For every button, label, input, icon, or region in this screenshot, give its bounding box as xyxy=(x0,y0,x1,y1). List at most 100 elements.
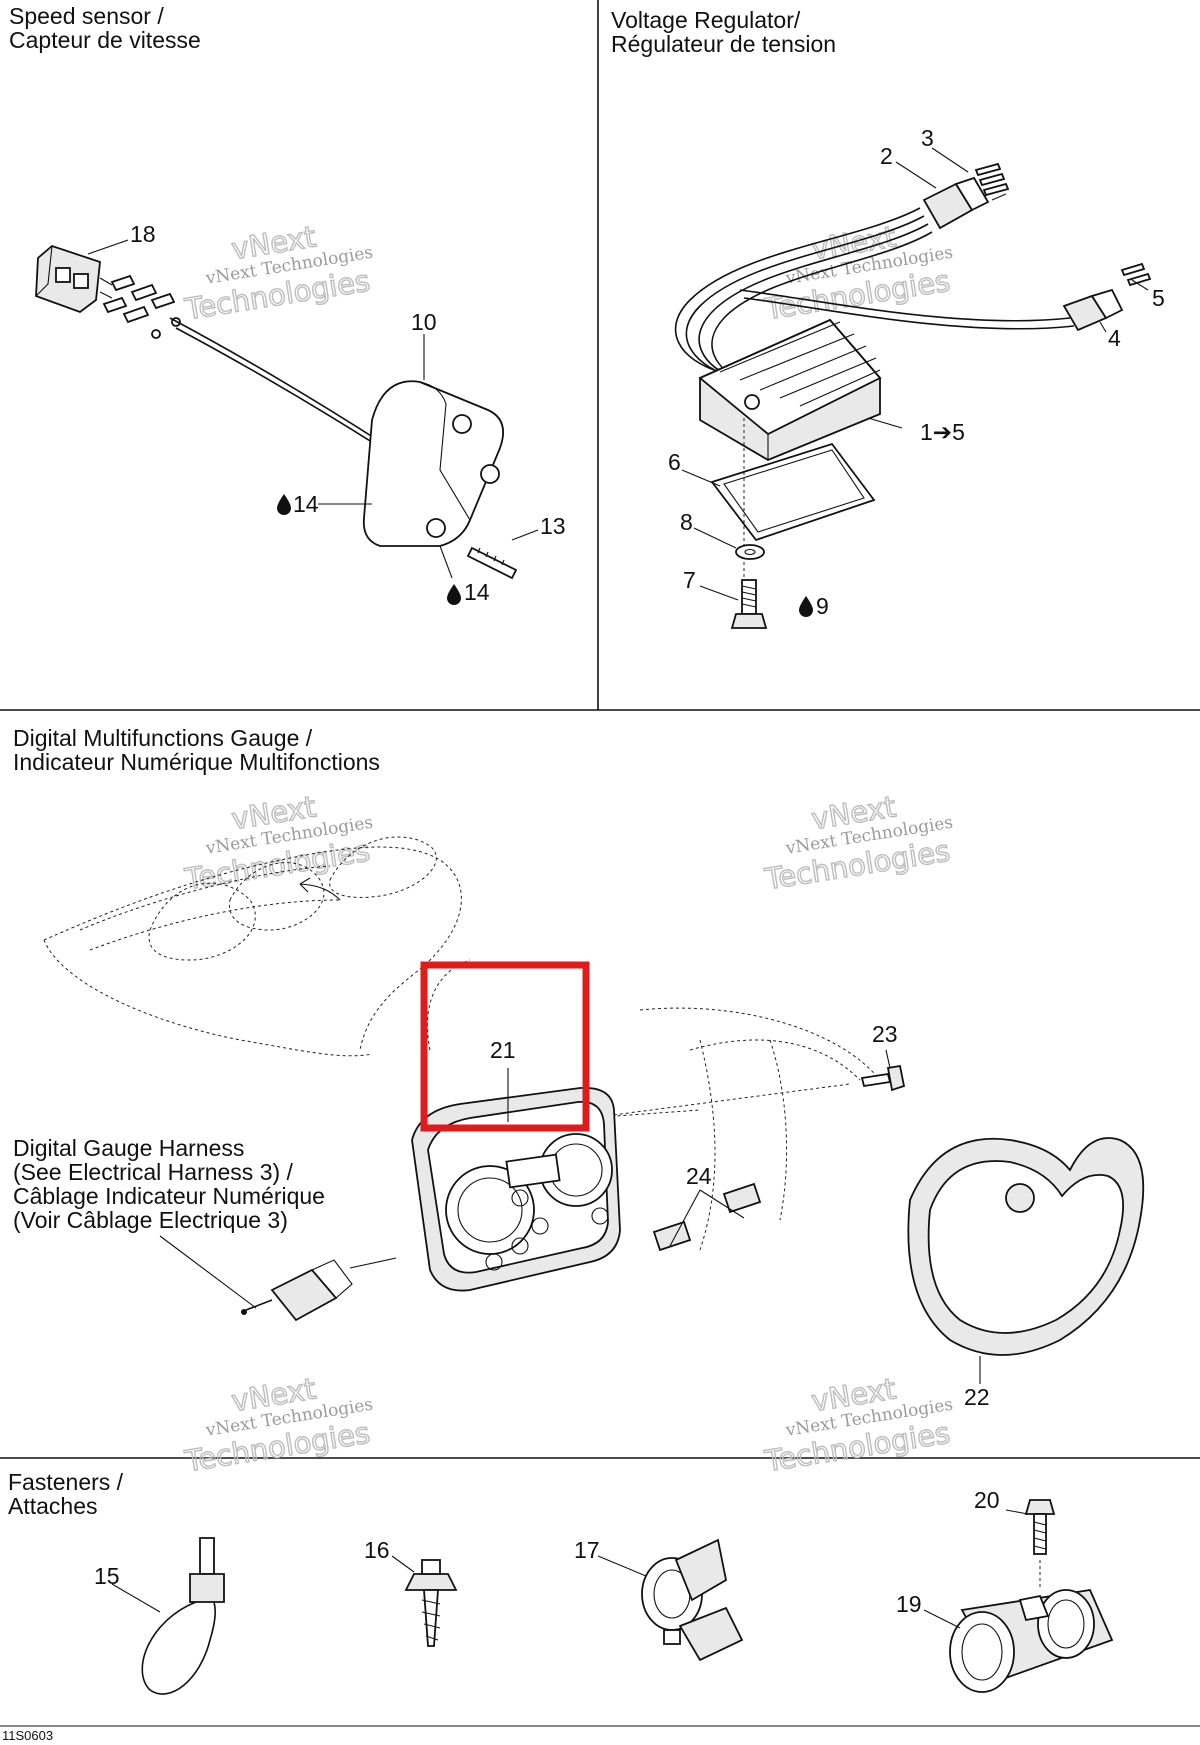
screw-axis xyxy=(589,1083,851,1119)
callout-24: 24 xyxy=(686,1163,712,1189)
washer-8 xyxy=(735,544,765,560)
leader-1-5 xyxy=(867,417,903,429)
leader-5 xyxy=(1131,279,1149,291)
gauge-harness-label-3: Câblage Indicateur Numérique xyxy=(13,1183,325,1209)
leader-14 xyxy=(439,545,453,579)
console-arrow xyxy=(299,877,341,901)
callout-21: 21 xyxy=(490,1037,516,1063)
regulator-terminals-5 xyxy=(1120,262,1152,287)
callout-10: 10 xyxy=(411,309,437,335)
callout-3: 3 xyxy=(921,125,934,151)
callout-15: 15 xyxy=(94,1563,120,1589)
watermark: vNext vNext Technologies Technologies xyxy=(761,789,954,897)
double-clip-19 xyxy=(949,1589,1114,1693)
digital-gauge-21 xyxy=(411,1087,621,1292)
watermark: vNext vNext Technologies Technologies xyxy=(761,219,954,327)
watermark: vNext vNext Technologies Technologies xyxy=(181,1371,374,1479)
callout-8: 8 xyxy=(680,509,693,535)
callout-2: 2 xyxy=(880,143,893,169)
regulator-connector-4 xyxy=(1062,288,1124,332)
leader-3 xyxy=(931,147,969,173)
regulator-terminals-3 xyxy=(974,162,1010,197)
callout-19: 19 xyxy=(896,1591,922,1617)
callout-16: 16 xyxy=(364,1537,390,1563)
leader-harness-gauge xyxy=(349,1257,397,1269)
callout-14-b: 14 xyxy=(464,579,490,605)
callout-6: 6 xyxy=(668,449,681,475)
leader-17 xyxy=(597,1555,647,1577)
voltage-regulator-title-2: Régulateur de tension xyxy=(611,31,836,57)
bolt-20 xyxy=(1024,1499,1056,1555)
voltage-regulator-title-1: Voltage Regulator/ xyxy=(611,7,801,33)
leader-2 xyxy=(895,161,937,189)
leader-7 xyxy=(699,585,739,601)
washer-8-hole xyxy=(744,548,756,556)
push-rivet-16 xyxy=(404,1559,458,1647)
speed-sensor-hole xyxy=(426,518,446,538)
watermark: vNext vNext Technologies Technologies xyxy=(761,1371,954,1479)
speed-sensor-title-1: Speed sensor / xyxy=(9,3,164,29)
leader-15 xyxy=(111,1583,161,1613)
digital-gauge-title-1: Digital Multifunctions Gauge / xyxy=(13,725,313,751)
leader-18 xyxy=(87,239,129,255)
leader-19 xyxy=(923,1609,961,1629)
leader-16 xyxy=(391,1555,415,1573)
clip-17 xyxy=(641,1538,744,1662)
callout-7: 7 xyxy=(683,567,696,593)
speed-sensor-wire xyxy=(169,317,395,457)
speed-sensor-face xyxy=(419,381,471,521)
callout-22: 22 xyxy=(964,1384,990,1410)
callout-5: 5 xyxy=(1152,285,1165,311)
leader-harness xyxy=(159,1235,257,1309)
callout-17: 17 xyxy=(574,1537,600,1563)
screw-23 xyxy=(860,1064,906,1092)
regulator-gasket-6-inner xyxy=(723,449,865,533)
cable-tie-15 xyxy=(141,1537,225,1695)
callout-18: 18 xyxy=(130,221,156,247)
leader-23 xyxy=(885,1049,891,1069)
gauge-harness-label-2: (See Electrical Harness 3) / xyxy=(13,1159,294,1185)
gauge-harness-label-1: Digital Gauge Harness xyxy=(13,1135,244,1161)
console-outline xyxy=(43,836,881,1251)
fasteners-title-2: Attaches xyxy=(8,1493,98,1519)
regulator-wires xyxy=(674,207,1075,385)
liquid-drop-icon xyxy=(799,596,813,617)
drawing-number: 11S0603 xyxy=(2,1728,53,1743)
gauge-caps-24 xyxy=(652,1182,762,1252)
gauge-bezel-22 xyxy=(907,1137,1145,1356)
highlight-box-21 xyxy=(420,961,590,1132)
digital-gauge-title-2: Indicateur Numérique Multifonctions xyxy=(13,749,380,775)
leader-20 xyxy=(1005,1509,1029,1515)
gauge-harness-label-4: (Voir Câblage Electrique 3) xyxy=(13,1207,288,1233)
screw-13 xyxy=(466,546,518,580)
callout-14-a: 14 xyxy=(293,491,319,517)
liquid-drop-icon xyxy=(277,494,291,515)
callout-9: 9 xyxy=(816,593,829,619)
leader-4 xyxy=(1099,321,1107,333)
liquid-drop-icon xyxy=(447,584,461,605)
voltage-regulator-body xyxy=(698,318,882,462)
callout-23: 23 xyxy=(872,1021,898,1047)
speed-sensor-connector-18 xyxy=(35,244,113,314)
leader-13 xyxy=(511,529,539,541)
callout-13: 13 xyxy=(540,513,566,539)
leader-6 xyxy=(681,469,721,487)
regulator-gasket-6 xyxy=(710,442,876,542)
gauge-harness-connector xyxy=(241,1259,353,1322)
speed-sensor-title-2: Capteur de vitesse xyxy=(9,27,201,53)
regulator-connector-2 xyxy=(922,176,1007,230)
fasteners-title-1: Fasteners / xyxy=(8,1469,124,1495)
watermark: vNext vNext Technologies Technologies xyxy=(181,789,374,897)
speed-sensor-terminals xyxy=(102,274,181,339)
callout-20: 20 xyxy=(974,1487,1000,1513)
bolt-7 xyxy=(730,579,768,629)
speed-sensor-hole xyxy=(480,464,500,484)
callout-1-to-5: 1➔5 xyxy=(920,419,965,445)
leader-8 xyxy=(693,527,737,549)
speed-sensor-hole xyxy=(452,414,472,434)
callout-4: 4 xyxy=(1108,325,1121,351)
watermark: vNext vNext Technologies Technologies xyxy=(181,219,374,327)
leader-24 xyxy=(669,1189,745,1247)
